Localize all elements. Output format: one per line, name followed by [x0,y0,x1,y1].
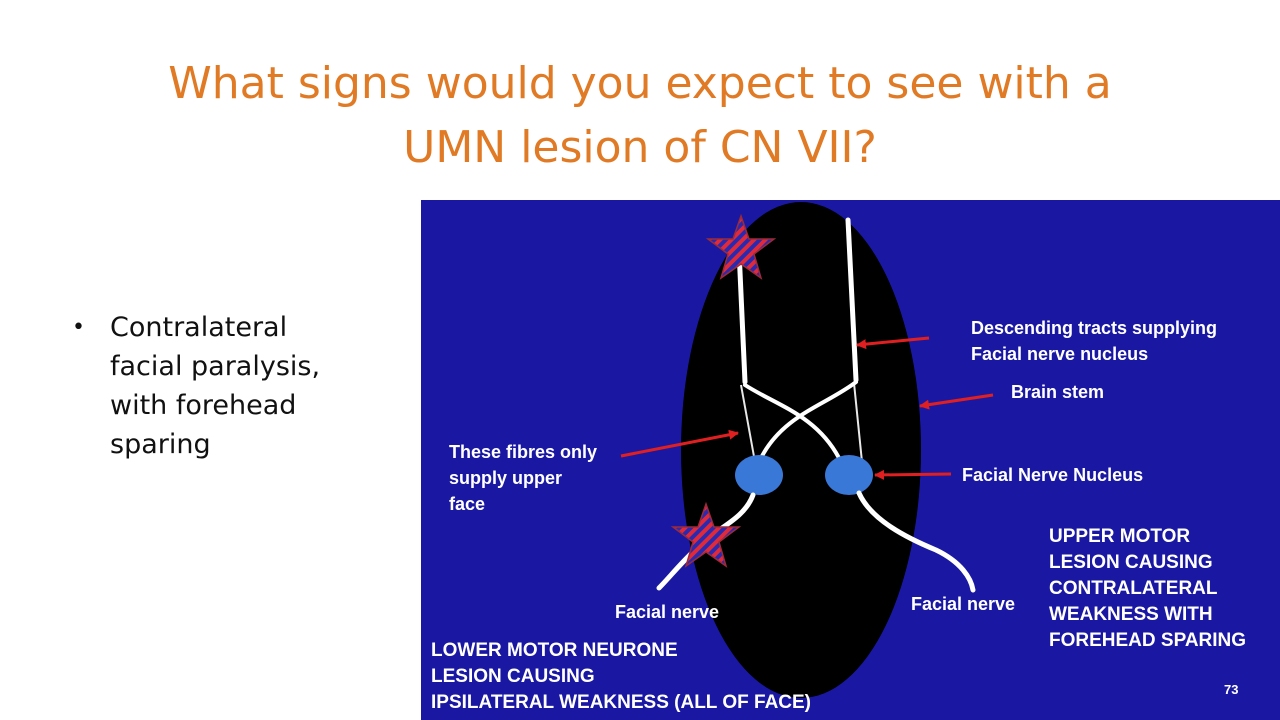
bullet-line: sparing [110,429,211,460]
umn-caption-line: WEAKNESS WITH [1049,604,1213,625]
title-line-1: What signs would you expect to see with … [168,58,1112,109]
lower-lesion-star-icon [670,501,742,568]
umn-caption-line: UPPER MOTOR [1049,526,1190,547]
bullet-line: with forehead [110,390,297,421]
brain-stem-arrow [919,393,994,410]
bullet-dot-icon: • [72,315,85,340]
diagram-canvas: Descending tracts supplying Facial nerve… [431,202,1246,713]
upper-face-fibre-left [740,384,756,463]
head-outline [681,202,921,698]
upper-fibres-arrow [620,429,739,458]
descending-tracts-label: Facial nerve nucleus [971,344,1148,364]
right-facial-nerve-nucleus [825,455,873,495]
right-facial-nerve [856,490,976,593]
lmn-caption-line: LOWER MOTOR NEURONE [431,640,678,661]
descending-tracts-label: Descending tracts supplying [971,318,1217,338]
bullet-line: Contralateral [110,312,288,343]
descending-tracts-arrow [856,336,930,350]
facial-nerve-nucleus-label: Facial Nerve Nucleus [962,465,1143,485]
left-descending-tract [736,247,748,385]
facial-nerve-right-label: Facial nerve [911,594,1015,614]
umn-caption-line: CONTRALATERAL [1049,578,1218,599]
bullet-text: Contralateral facial paralysis, with for… [110,308,320,464]
crossing-fibre-left-to-right [743,383,841,460]
bullet-item: • Contralateral facial paralysis, with f… [72,308,392,464]
lmn-caption-line: IPSILATERAL WEAKNESS (ALL OF FACE) [431,692,811,713]
upper-face-fibre-right [853,382,863,463]
crossing-fibre-right-to-left [759,380,858,460]
upper-fibres-label: supply upper [449,468,562,488]
umn-caption-line: FOREHEAD SPARING [1049,630,1246,651]
left-facial-nerve-nucleus [735,455,783,495]
title-line-2: UMN lesion of CN VII? [403,122,877,173]
bullet-list: • Contralateral facial paralysis, with f… [72,308,392,464]
bullet-line: facial paralysis, [110,351,321,382]
nucleus-arrow [874,469,952,480]
right-descending-tract [845,217,859,383]
slide-title: What signs would you expect to see with … [40,52,1240,180]
upper-fibres-label: These fibres only [449,442,597,462]
facial-nerve-diagram: Descending tracts supplying Facial nerve… [421,200,1280,720]
facial-nerve-left-label: Facial nerve [615,602,719,622]
upper-fibres-label: face [449,494,485,514]
page-number: 73 [1224,682,1238,697]
brain-stem-label: Brain stem [1011,382,1104,402]
umn-caption-line: LESION CAUSING [1049,552,1213,573]
lmn-caption-line: LESION CAUSING [431,666,595,687]
upper-lesion-star-icon [705,213,777,280]
